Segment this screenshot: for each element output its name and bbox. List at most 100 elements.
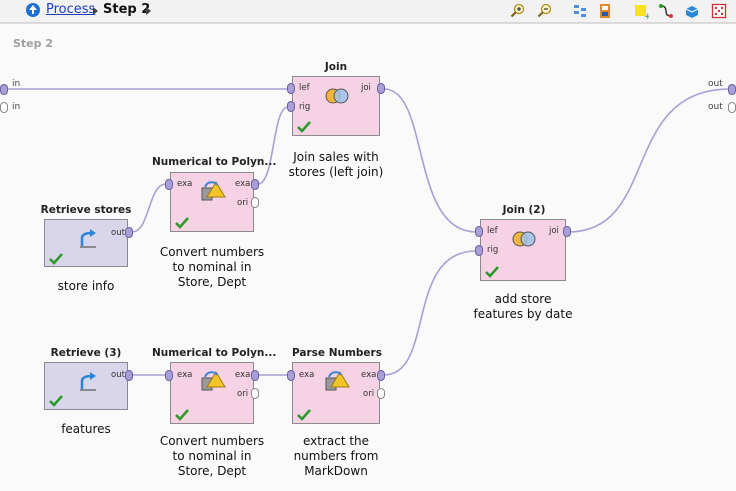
zoom-in-icon[interactable] [510,3,526,19]
parse-numbers-caption-line-2: numbers from [293,449,379,463]
num2poly-2-output-exa-port[interactable] [251,370,259,381]
num2poly-1-checkmark-icon [175,217,189,229]
auto-arrange-icon[interactable] [572,3,588,19]
retrieve-stores-caption: store info [36,279,136,294]
join2-caption-line-1: add store [494,292,552,306]
retrieve-stores-port-label-out: out [111,228,125,238]
join-input-lef-port[interactable] [287,83,295,94]
num2poly-2-output-ori-port[interactable] [251,388,259,399]
svg-text:+: + [644,12,649,19]
retrieve3-title: Retrieve (3) [50,347,122,359]
num2poly-1-caption-line-3: Store, Dept [177,275,247,289]
parse-numbers-port-label-out: exa [361,370,377,380]
join-output-joi-port[interactable] [377,83,385,94]
join-port-label-joi: joi [361,83,371,93]
parse-numbers-checkmark-icon [297,409,311,421]
retrieve-stores-operator[interactable]: out [44,219,128,267]
canvas-input-port-2[interactable] [0,102,8,113]
parse-numbers-caption-line-3: MarkDown [304,464,368,478]
num2poly-1-operator[interactable]: exa exa ori [170,172,254,232]
fit-icon[interactable] [711,3,727,19]
type-conversion-2-icon [201,371,226,391]
retrieve3-icon [80,372,96,391]
num2poly-1-output-exa-port[interactable] [251,179,259,190]
join-checkmark-icon [297,121,311,133]
num2poly-2-operator[interactable]: exa exa ori [170,362,254,424]
join2-caption: add store features by date [460,292,586,322]
order-icon[interactable] [597,3,613,19]
breadcrumb-chevron-icon[interactable] [146,7,151,15]
num2poly-2-port-label-in: exa [177,370,193,380]
num2poly-1-caption: Convert numbers to nominal in Store, Dep… [150,245,274,290]
note-icon[interactable]: + [633,3,649,19]
join2-operator[interactable]: lef rig joi [480,219,566,281]
retrieve-stores-output-port[interactable] [125,227,133,238]
retrieve3-operator[interactable]: out [44,362,128,410]
join2-caption-line-2: features by date [473,307,573,321]
parse-numbers-caption: extract the numbers from MarkDown [272,434,400,479]
num2poly-2-caption-line-3: Store, Dept [177,464,247,478]
retrieve3-output-port[interactable] [125,370,133,381]
join-title: Join [324,61,348,73]
zoom-out-icon[interactable] [537,3,553,19]
parse-numbers-icon [325,371,350,391]
canvas-input-port-1[interactable] [0,84,8,95]
canvas-input-label-1: in [12,79,21,89]
num2poly-2-caption-line-2: to nominal in [172,449,252,463]
join2-input-rig-port[interactable] [475,245,483,256]
retrieve-stores-caption-line-1: store info [57,279,115,293]
num2poly-2-input-port[interactable] [165,370,173,381]
wire-retrieve-stores-to-num1 [131,183,167,233]
parse-numbers-output-ori-port[interactable] [377,388,385,399]
num2poly-1-port-label-out: exa [235,179,251,189]
retrieve3-checkmark-icon [49,395,63,407]
join-caption: Join sales with stores (left join) [272,150,400,180]
num2poly-2-checkmark-icon [175,409,189,421]
parse-numbers-caption-line-1: extract the [302,434,370,448]
num2poly-2-caption-line-1: Convert numbers [159,434,265,448]
num2poly-2-port-label-ori: ori [237,389,249,399]
retrieve-icon [80,229,96,248]
join2-checkmark-icon [485,266,499,278]
canvas-input-label-2: in [12,102,21,112]
view-icon[interactable] [684,3,700,19]
join-caption-line-2: stores (left join) [288,165,384,179]
num2poly-1-input-port[interactable] [165,179,173,190]
join-caption-line-1: Join sales with [293,150,379,164]
process-toolbar: Process Step 2 + [0,0,736,23]
step-label: Step 2 [13,37,53,50]
join-operator[interactable]: lef rig joi [292,76,380,136]
num2poly-1-port-label-ori: ori [237,198,249,208]
num2poly-2-caption: Convert numbers to nominal in Store, Dep… [150,434,274,479]
breadcrumb-separator-icon [93,7,98,15]
parse-numbers-operator[interactable]: exa exa ori [292,362,380,424]
wire-parse-to-join2 [383,250,477,376]
num2poly-1-title: Numerical to Polyn... [152,156,277,168]
num2poly-1-caption-line-1: Convert numbers [159,245,265,259]
canvas-output-port-1[interactable] [728,84,736,95]
retrieve-stores-checkmark-icon [49,253,63,265]
join2-port-label-lef: lef [487,226,498,236]
join2-output-joi-port[interactable] [563,226,571,237]
breadcrumb-current: Step 2 [103,2,151,17]
wire-join2-to-out [567,88,731,233]
retrieve3-caption-line-1: features [61,422,111,436]
up-arrow-icon[interactable] [26,3,40,17]
parse-numbers-input-port[interactable] [287,370,295,381]
num2poly-1-output-ori-port[interactable] [251,197,259,208]
num2poly-2-title: Numerical to Polyn... [152,347,277,359]
retrieve3-port-label-out: out [111,370,125,380]
parse-numbers-title: Parse Numbers [292,347,382,359]
wire-icon[interactable] [658,3,674,19]
parse-numbers-output-exa-port[interactable] [377,370,385,381]
join-port-label-lef: lef [299,83,310,93]
join2-input-lef-port[interactable] [475,226,483,237]
canvas-output-label-1: out [708,79,723,89]
breadcrumb-process-link[interactable]: Process [46,2,96,17]
join2-port-label-rig: rig [487,245,499,255]
join2-icon [512,231,536,247]
join-input-rig-port[interactable] [287,101,295,112]
canvas-output-port-2[interactable] [728,102,736,113]
wire-num1-to-join [257,106,289,185]
